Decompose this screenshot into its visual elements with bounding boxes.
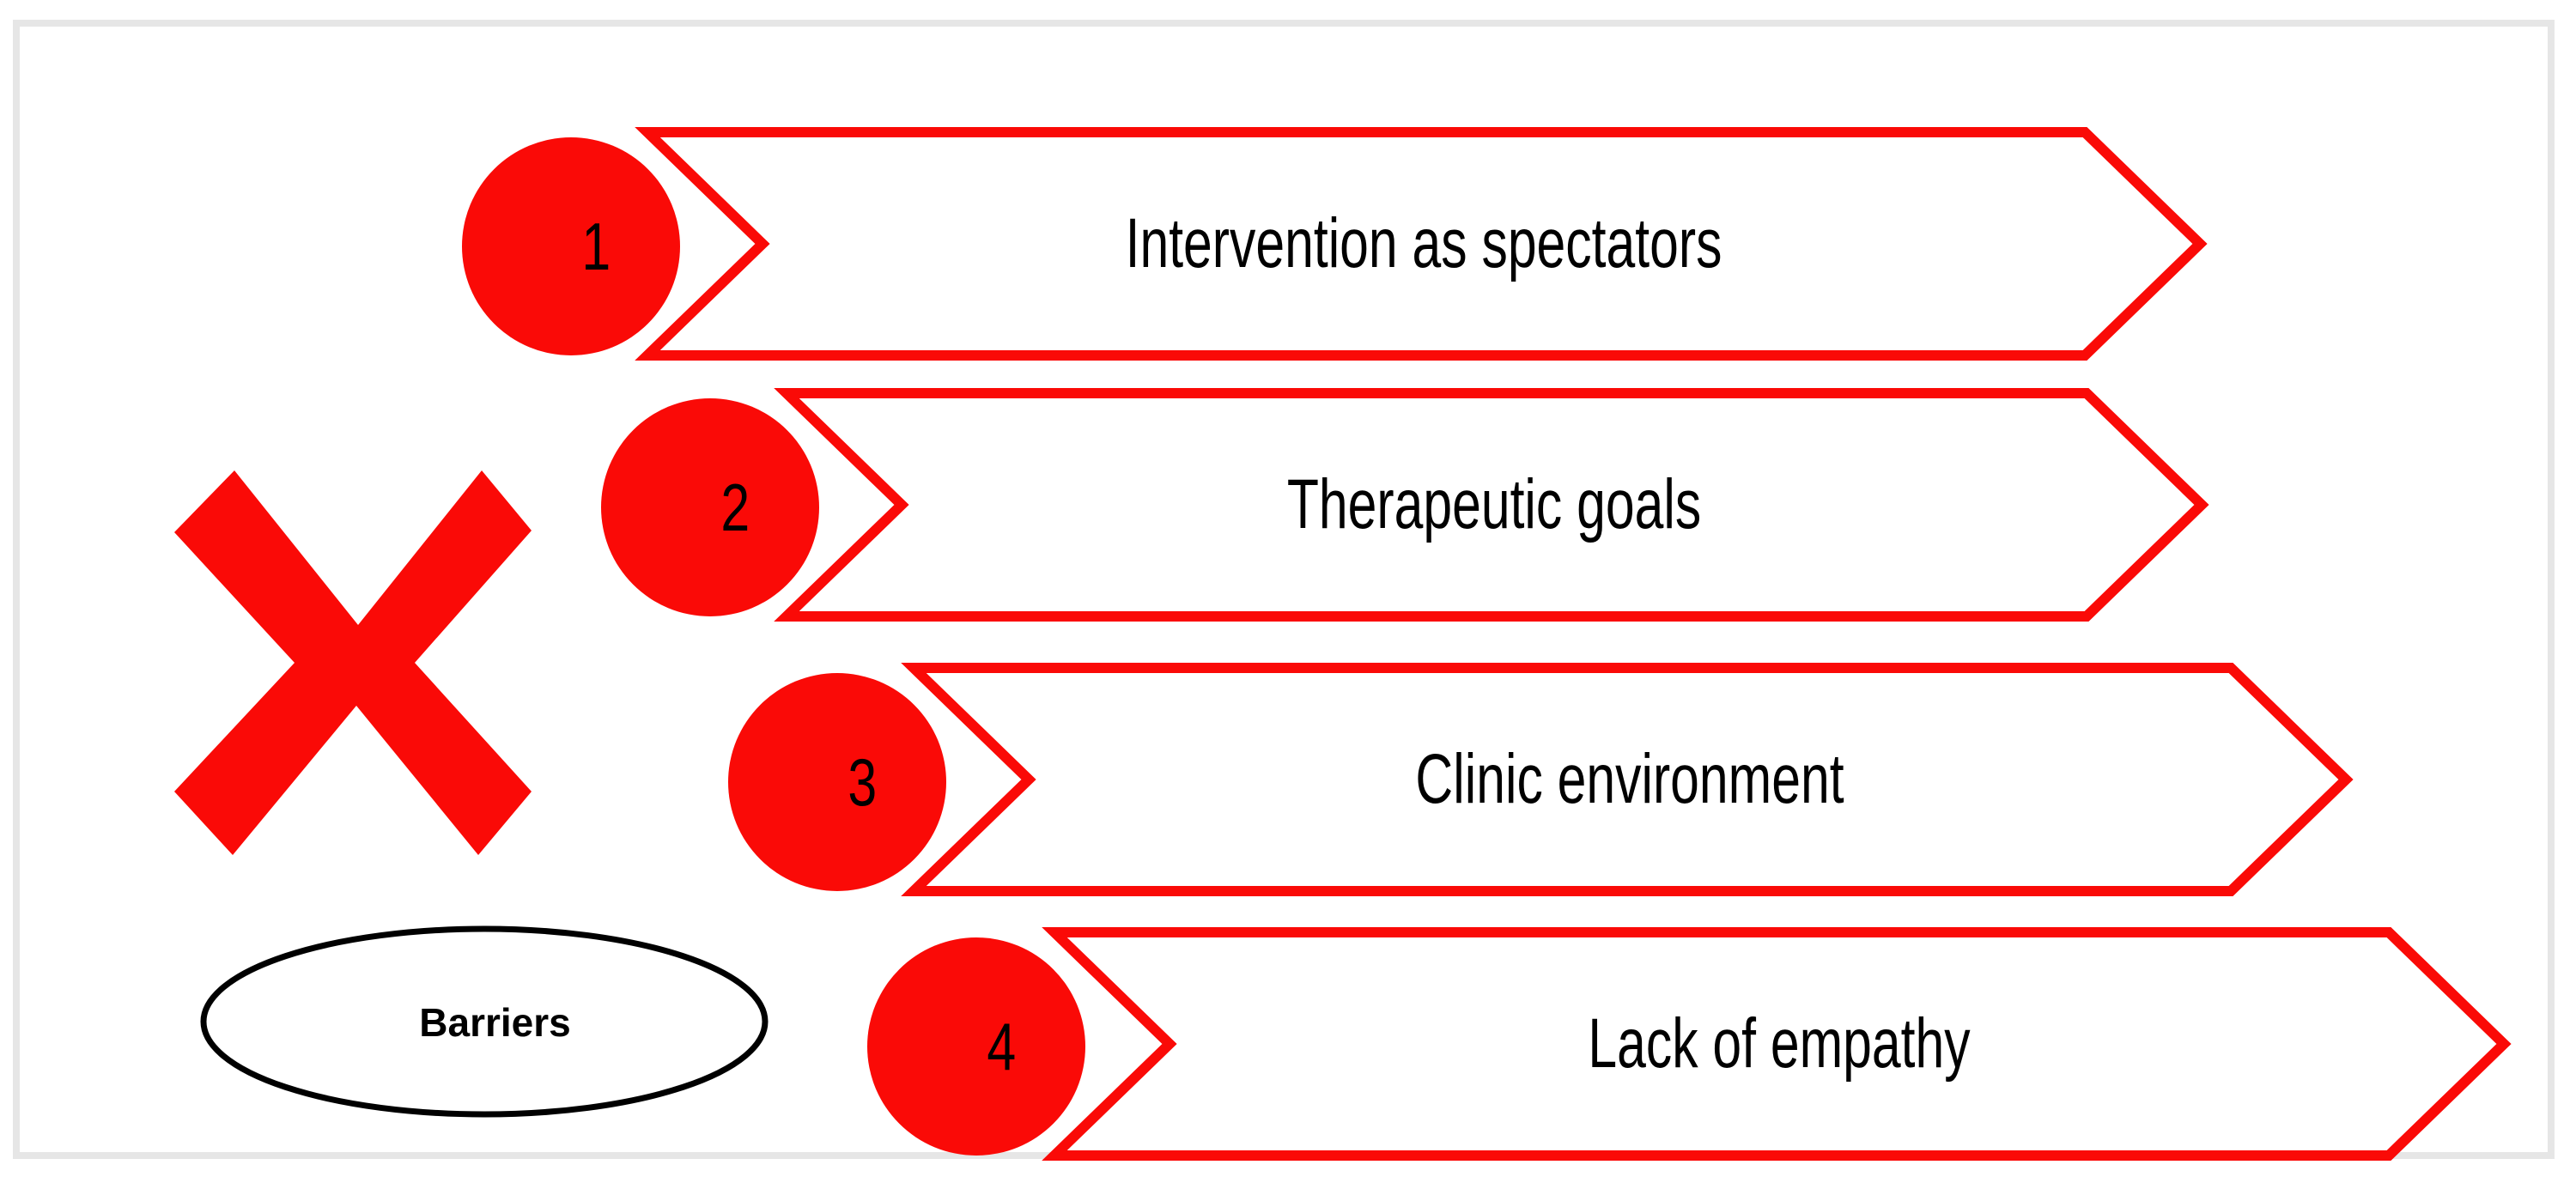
chevron-banner-3[interactable] <box>901 663 2354 896</box>
item-number-circle-3[interactable]: 3 <box>728 673 946 891</box>
barriers-label: Barriers <box>419 999 571 1045</box>
item-number-3: 3 <box>848 744 878 820</box>
chevron-banner-1[interactable] <box>635 127 2208 361</box>
barriers-ellipse: Barriers <box>199 925 770 1119</box>
item-number-circle-4[interactable]: 4 <box>867 937 1085 1156</box>
chevron-banner-2[interactable] <box>774 388 2209 622</box>
item-number-1: 1 <box>581 209 611 284</box>
item-number-circle-1[interactable]: 1 <box>462 137 680 355</box>
item-number-circle-2[interactable]: 2 <box>601 398 819 616</box>
red-x-mark-icon <box>167 464 537 858</box>
chevron-banner-4[interactable] <box>1042 927 2512 1161</box>
item-number-2: 2 <box>720 470 750 545</box>
item-number-4: 4 <box>987 1009 1017 1084</box>
